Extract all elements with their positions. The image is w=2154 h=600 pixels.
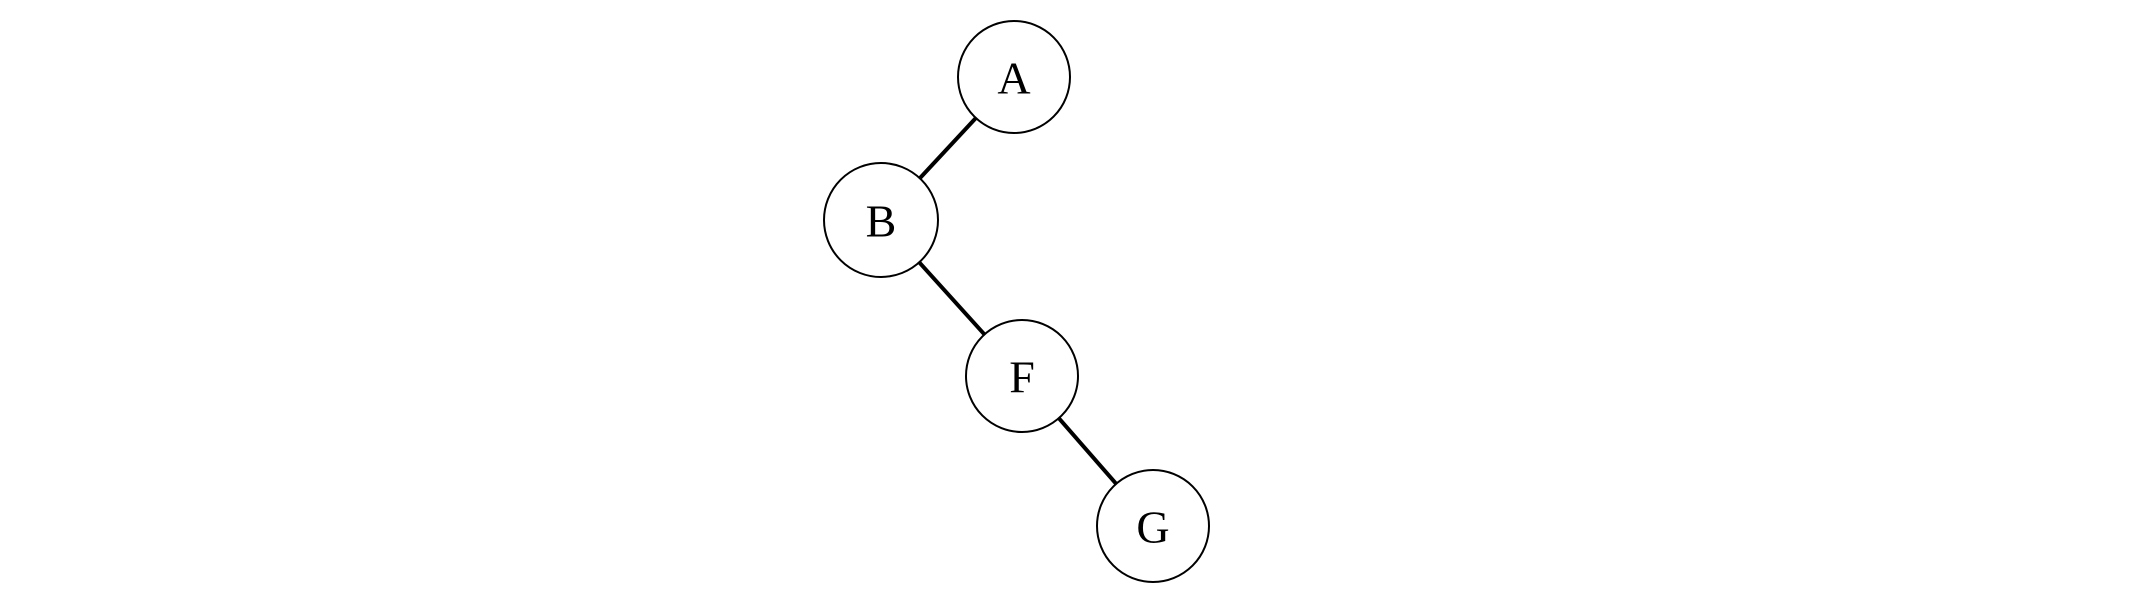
node-circle-g[interactable] (1096, 469, 1210, 583)
edges-layer (917, 116, 1118, 486)
graph-node-g[interactable]: G (1096, 469, 1210, 583)
edge-a-b (918, 116, 978, 180)
graph-node-a[interactable]: A (957, 20, 1071, 134)
node-circle-a[interactable] (957, 20, 1071, 134)
nodes-layer: A B F G (823, 20, 1210, 583)
node-label-b: B (866, 196, 897, 247)
graph-node-b[interactable]: B (823, 162, 939, 278)
node-circle-f[interactable] (965, 319, 1079, 433)
node-label-g: G (1136, 502, 1169, 553)
graph-node-f[interactable]: F (965, 319, 1079, 433)
edge-f-g (1057, 416, 1118, 486)
node-label-a: A (997, 53, 1030, 104)
node-circle-b[interactable] (823, 162, 939, 278)
edge-b-f (917, 260, 986, 336)
node-label-f: F (1009, 352, 1035, 403)
